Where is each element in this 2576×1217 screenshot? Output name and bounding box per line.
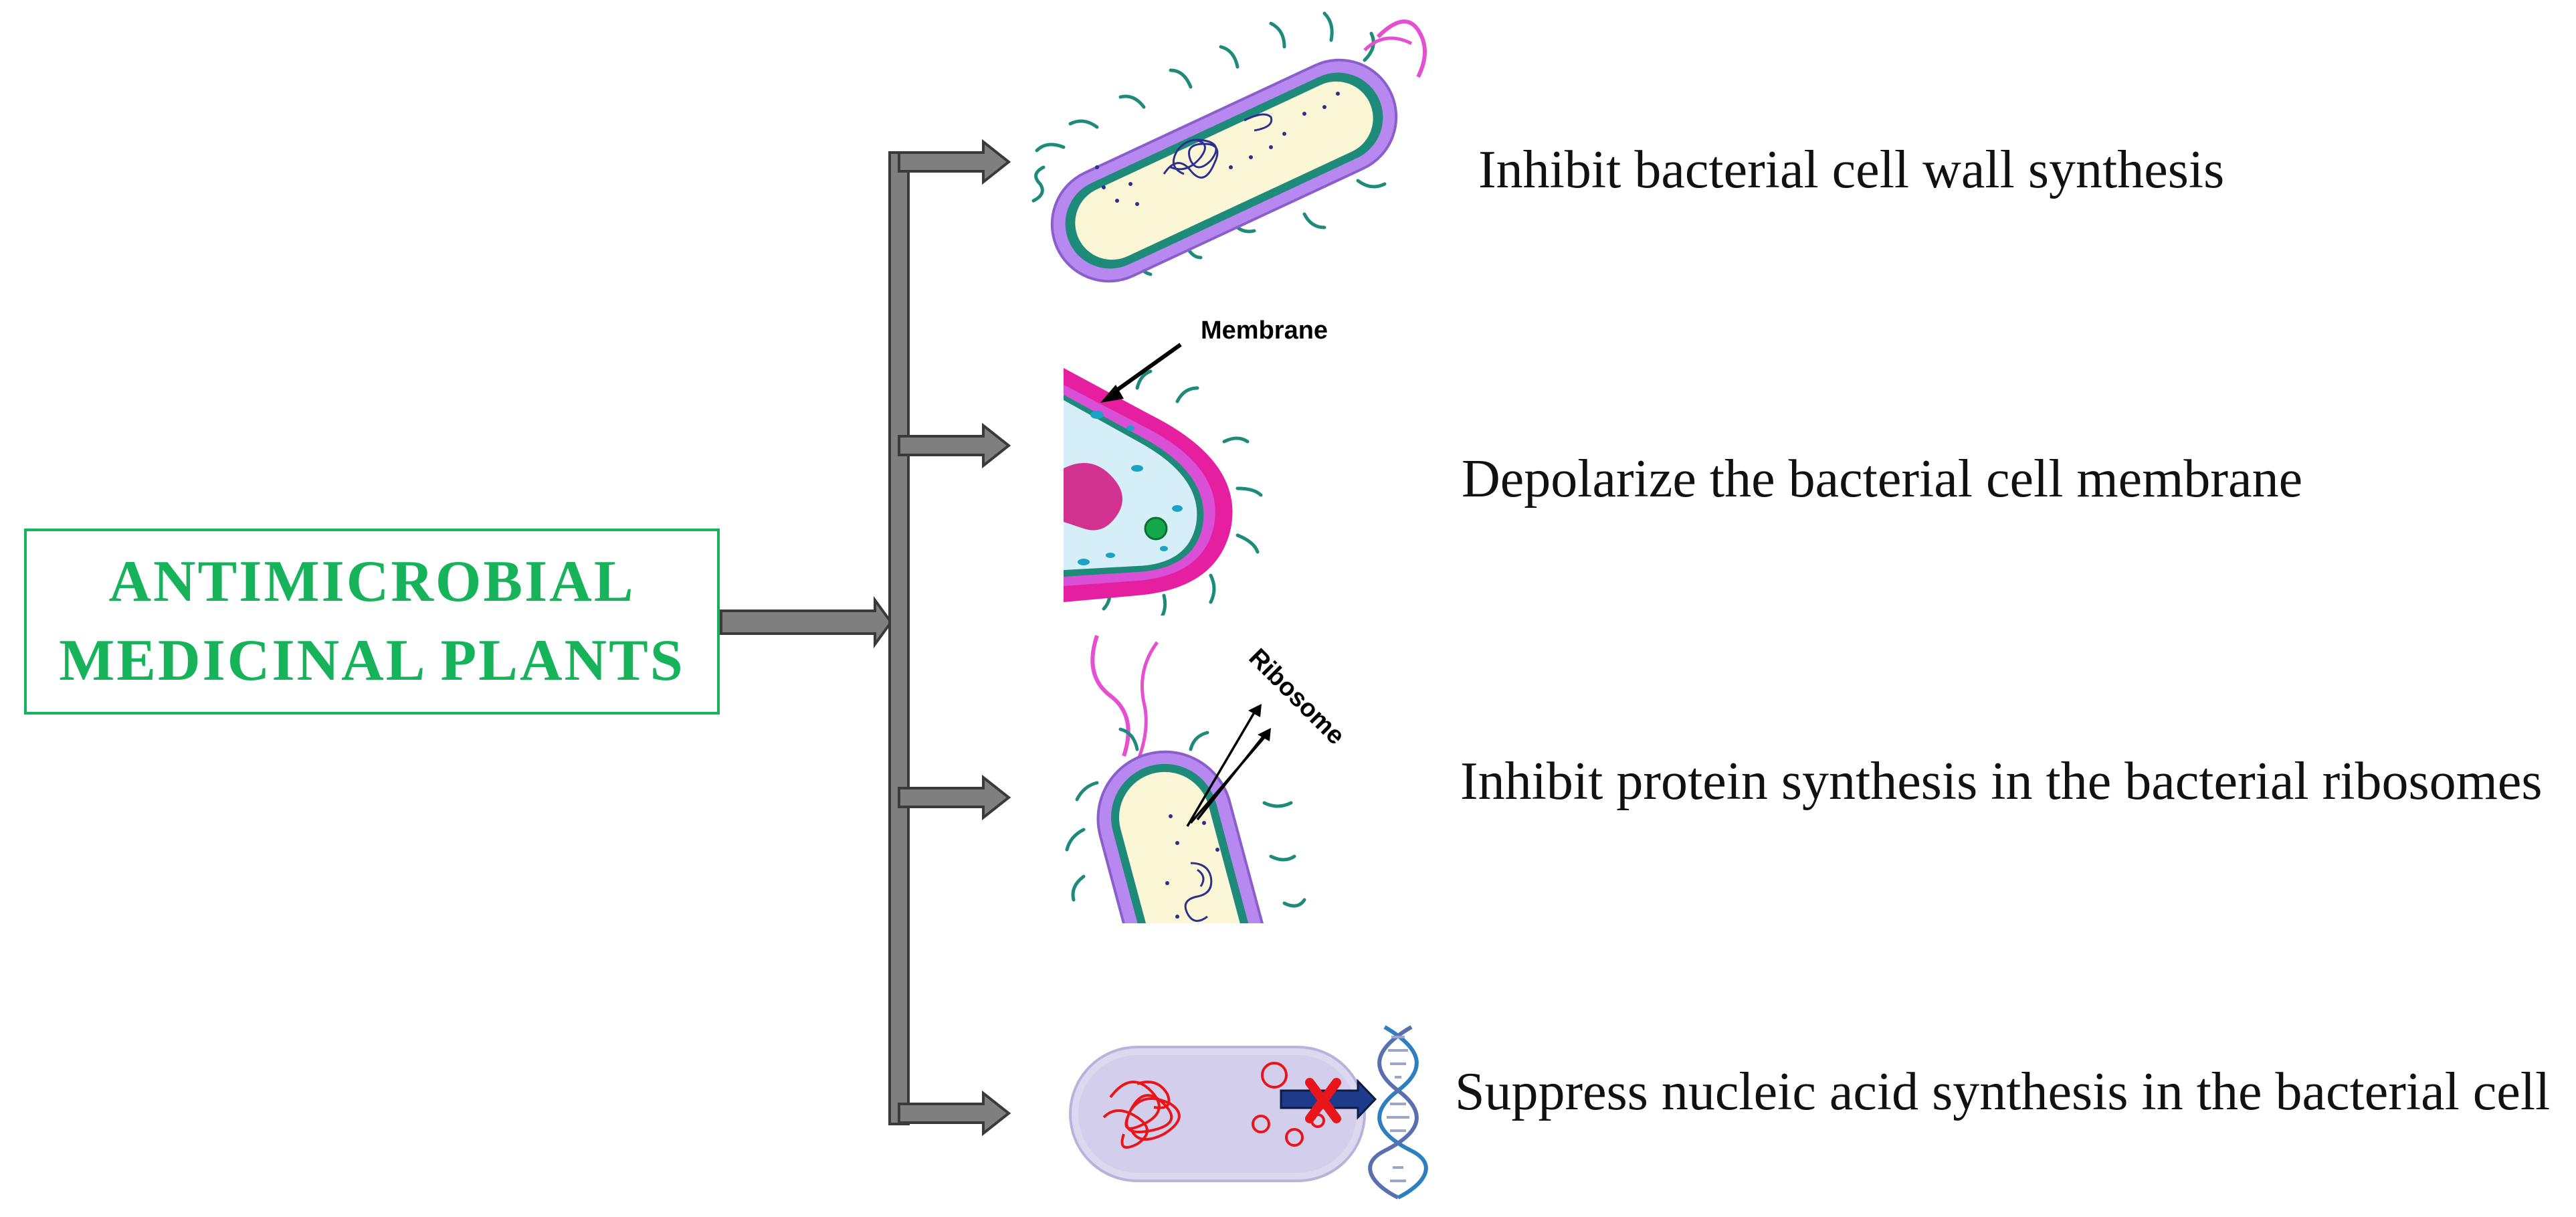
- bracket-bar: [888, 151, 910, 1125]
- bacterium-ribosome-icon: [1065, 635, 1306, 923]
- mechanism-1-text: Inhibit bacterial cell wall synthesis: [1478, 141, 2225, 199]
- title-line-1: ANTIMICROBIAL: [108, 549, 635, 614]
- membrane-callout-label: Membrane: [1201, 316, 1328, 345]
- branch-arrow-1: [898, 138, 1011, 185]
- title-box: ANTIMICROBIAL MEDICINAL PLANTS: [24, 529, 720, 715]
- branch-arrow-3: [898, 774, 1011, 821]
- mechanism-4-text: Suppress nucleic acid synthesis in the b…: [1455, 1062, 2551, 1121]
- membrane-callout-arrow: [1100, 343, 1182, 403]
- mechanism-2-text: Depolarize the bacterial cell membrane: [1462, 450, 2303, 508]
- mechanism-3-text: Inhibit protein synthesis in the bacteri…: [1460, 752, 2543, 811]
- title-line-2: MEDICINAL PLANTS: [59, 628, 685, 693]
- blocked-x-icon: [1305, 1078, 1341, 1123]
- bacterium-cell-wall-icon: [1031, 11, 1427, 283]
- dna-helix-icon: [1368, 1025, 1428, 1200]
- branch-arrow-2: [898, 422, 1011, 469]
- main-connector-arrow: [720, 595, 893, 649]
- bacterium-membrane-icon: [1064, 368, 1263, 616]
- branch-arrow-4: [898, 1090, 1011, 1137]
